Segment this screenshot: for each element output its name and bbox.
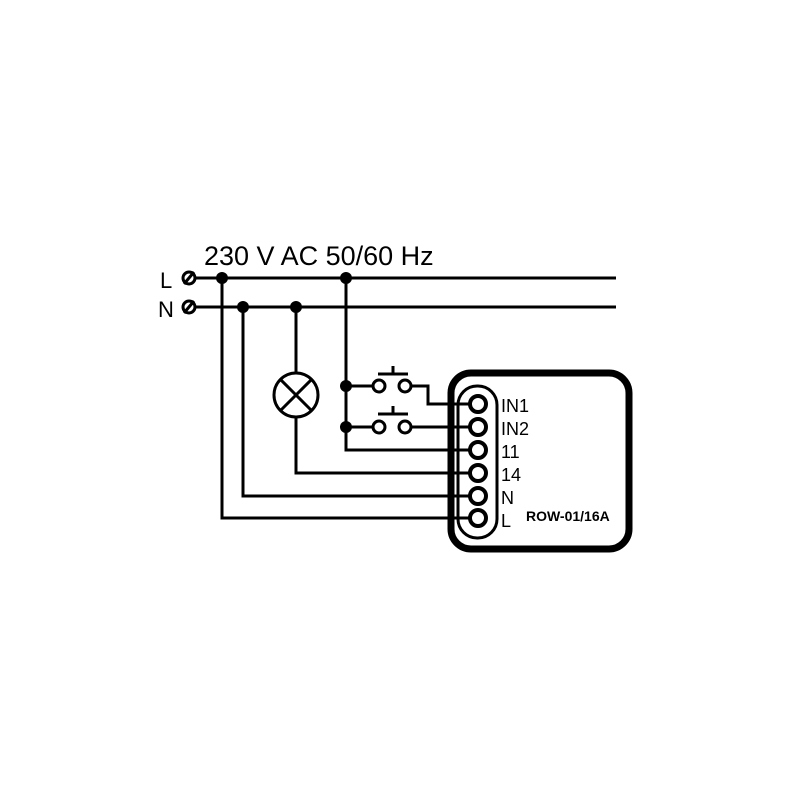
terminal-label-in1: IN1 [501,396,529,416]
wire-l-to-module [220,278,462,520]
neutral-label: N [158,297,174,322]
terminal-label-n: N [501,488,514,508]
wire-l-to-11 [344,278,462,452]
terminal-14-icon [468,463,488,483]
supply-title: 230 V AC 50/60 Hz [204,241,434,271]
wire-n-to-module [241,307,462,498]
terminal-strip [456,384,499,540]
module-model-label: ROW-01/16A [526,508,610,524]
terminal-l-icon [468,508,488,528]
junction-dots [216,272,352,433]
terminal-screws [468,394,488,528]
terminal-label-in2: IN2 [501,419,529,439]
push-button-2-icon [371,406,413,435]
terminal-in2-icon [468,417,488,437]
terminal-n-icon [468,486,488,506]
terminal-label-11: 11 [501,442,520,462]
wire-lamp-to-14 [294,417,462,475]
terminal-in1-icon [468,394,488,414]
supply-terminal-l-icon [181,270,197,286]
supply-terminal-n-icon [181,299,197,315]
push-button-1-icon [371,366,413,394]
wire-switch1-to-in1 [411,384,462,406]
terminal-11-icon [468,440,488,460]
lamp-icon [272,371,320,419]
terminal-label-l: L [501,511,511,531]
terminal-label-14: 14 [501,465,521,485]
line-label: L [160,268,172,293]
